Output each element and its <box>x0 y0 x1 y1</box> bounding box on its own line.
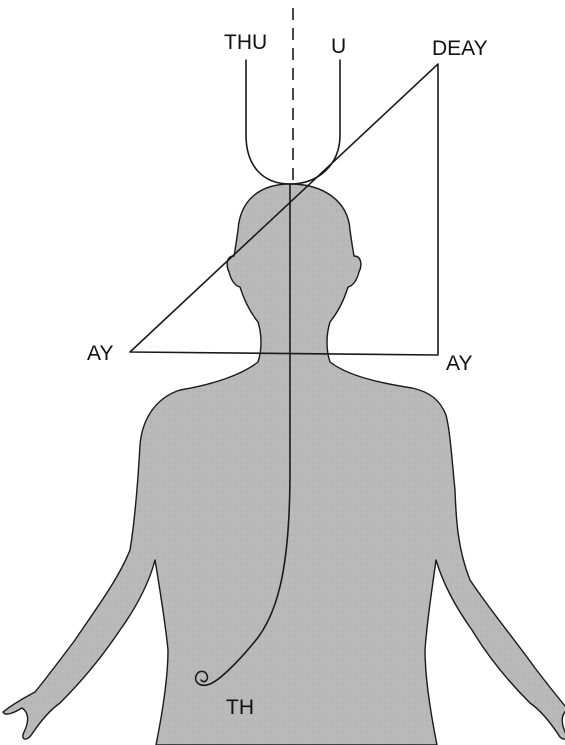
human-silhouette <box>3 184 565 745</box>
label-ay-right: AY <box>446 352 472 375</box>
label-thu: THU <box>224 31 267 54</box>
label-u: U <box>331 35 346 58</box>
label-th: TH <box>226 696 254 719</box>
label-deay: DEAY <box>432 37 488 60</box>
label-ay-left: AY <box>87 342 113 365</box>
